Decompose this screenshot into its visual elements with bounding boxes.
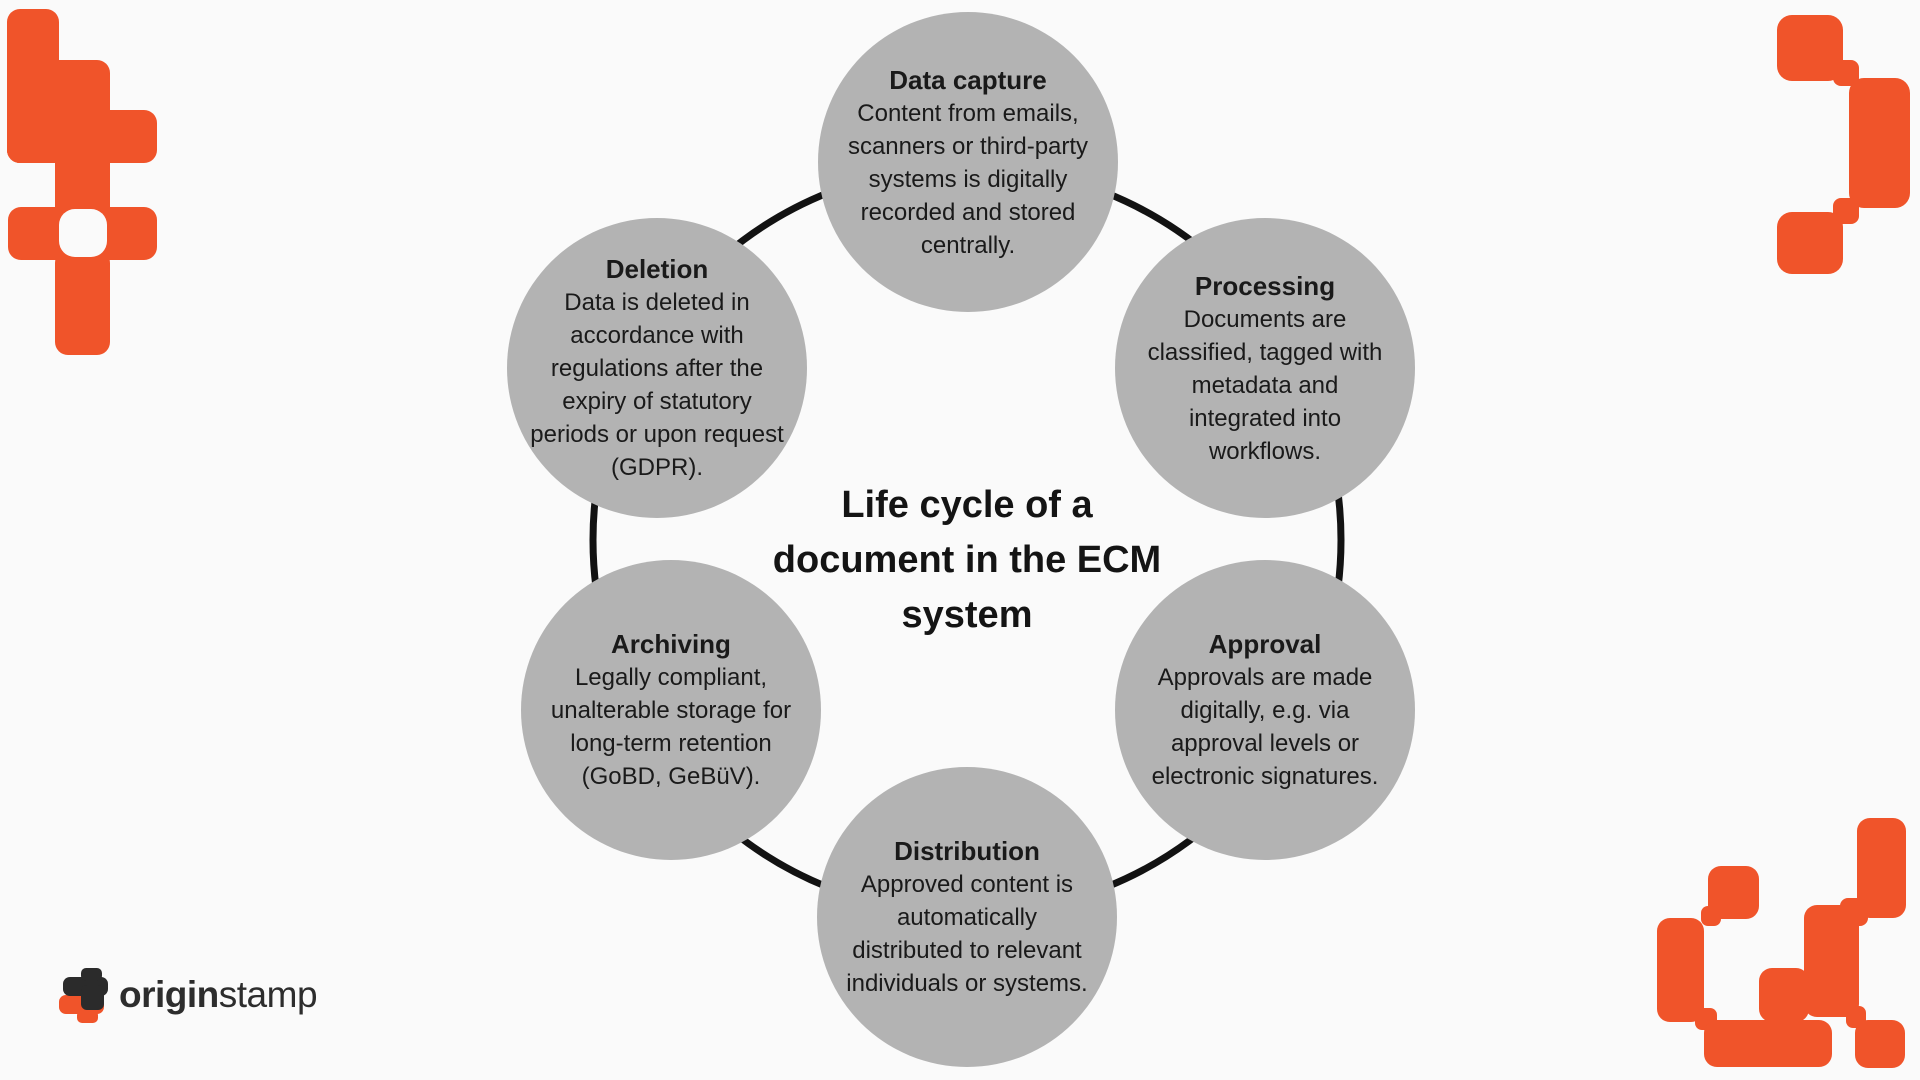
step-circle-approval: Approval Approvals are made digitally, e… [1115, 560, 1415, 860]
logo-wordmark: originstamp [119, 974, 318, 1016]
logo-text-origin: origin [119, 974, 219, 1015]
step-title: Deletion [605, 254, 709, 284]
step-circle-data-capture: Data capture Content from emails, scanne… [818, 12, 1118, 312]
step-title: Archiving [611, 629, 731, 659]
step-title: Distribution [894, 836, 1040, 866]
corner-decoration-top-left [7, 9, 157, 355]
step-description: Data is deleted in accordance with regul… [530, 289, 784, 481]
step-description: Approved content is automatically distri… [846, 871, 1088, 997]
step-title: Data capture [889, 64, 1047, 95]
step-title: Approval [1208, 629, 1322, 659]
originstamp-logo-icon [59, 968, 108, 1023]
step-description: Documents are classified, tagged with me… [1147, 305, 1383, 465]
originstamp-logo: originstamp [56, 964, 318, 1026]
corner-decoration-top-right [1777, 15, 1910, 274]
step-circle-deletion: Deletion Data is deleted in accordance w… [507, 218, 807, 518]
step-circle-processing: Processing Documents are classified, tag… [1115, 218, 1415, 518]
step-description: Approvals are made digitally, e.g. via a… [1151, 664, 1379, 790]
logo-text-stamp: stamp [218, 974, 318, 1015]
step-circle-distribution: Distribution Approved content is automat… [817, 767, 1117, 1067]
corner-decoration-bottom-right [1657, 818, 1906, 1068]
logo-mark-blocks [59, 968, 108, 1023]
top-left-decoration-hole [59, 209, 107, 257]
step-circle-archiving: Archiving Legally compliant, unalterable… [521, 560, 821, 860]
step-title: Processing [1194, 270, 1336, 301]
diagram-title: Life cycle of a document in the ECM syst… [772, 484, 1162, 636]
step-description: Legally compliant, unalterable storage f… [550, 664, 792, 790]
step-description: Content from emails, scanners or third-p… [847, 99, 1089, 259]
